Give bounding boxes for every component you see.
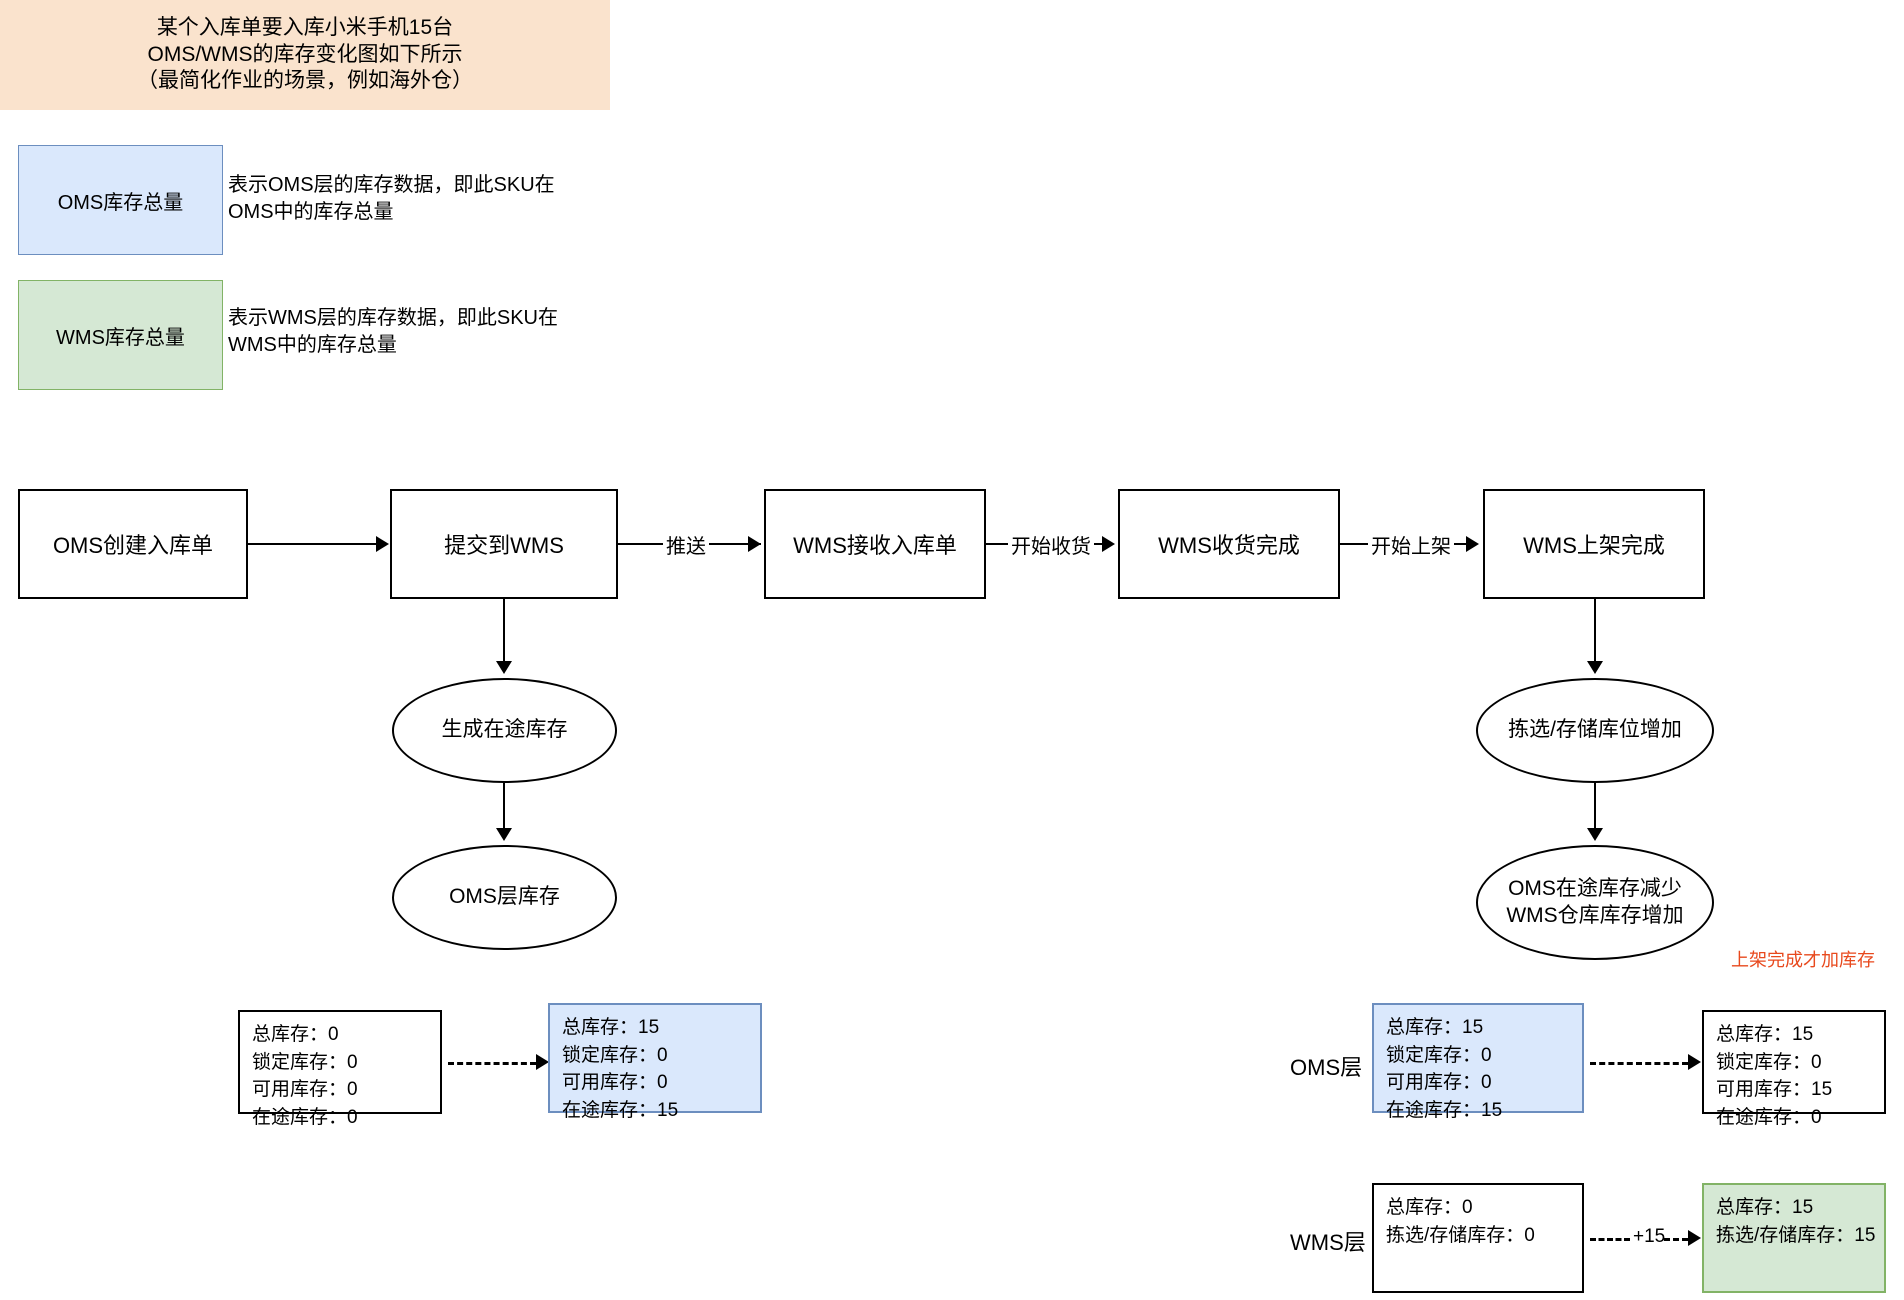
connector-left-inventory-arrowhead (536, 1054, 549, 1070)
connector-e1-e2-line (503, 783, 505, 828)
inventory-box-left-before: 总库存：0 锁定库存：0 可用库存：0 在途库存：0 (238, 1010, 442, 1128)
connector-n5-e3-arrowhead (1587, 661, 1603, 674)
legend-oms-label: OMS库存总量 (57, 191, 184, 214)
oms-layer-label: OMS层 (1290, 1055, 1363, 1080)
banner-line-3: （最简化作业的场景，例如海外仓） (137, 69, 473, 93)
flow-node-wms-receive-done[interactable]: WMS收货完成 (1118, 489, 1340, 599)
connector-e3-e4-line (1594, 783, 1596, 828)
connector-n1-n2-arrowhead (376, 536, 389, 552)
connector-n2-e1-arrowhead (496, 661, 512, 674)
connector-e3-e4-arrowhead (1587, 828, 1603, 841)
flow-node-wms-putaway-done[interactable]: WMS上架完成 (1483, 489, 1705, 599)
inventory-box-wms-before: 总库存：0 拣选/存储库存：0 (1372, 1183, 1584, 1293)
wms-layer-label: WMS层 (1290, 1230, 1366, 1255)
flow-node-submit-to-wms[interactable]: 提交到WMS (390, 489, 618, 599)
connector-n4-n5-arrowhead (1466, 536, 1479, 552)
connector-n3-n4-arrowhead (1102, 536, 1115, 552)
connector-n3-n4-label: 开始收货 (1008, 530, 1094, 559)
connector-n2-n3-arrowhead (748, 536, 761, 552)
connector-n4-n5-label: 开始上架 (1368, 530, 1454, 559)
connector-wms-inventory-dashed-left (1590, 1238, 1630, 1241)
banner-line-2: OMS/WMS的库存变化图如下所示 (147, 42, 463, 66)
connector-wms-inventory-label: +15 (1630, 1226, 1669, 1248)
connector-e1-e2-arrowhead (496, 828, 512, 841)
connector-wms-inventory-dashed-right (1664, 1238, 1688, 1241)
putaway-note: 上架完成才加库存 (1731, 950, 1875, 970)
connector-oms-inventory-arrowhead (1688, 1054, 1701, 1070)
inventory-box-wms-after: 总库存：15 拣选/存储库存：15 (1702, 1183, 1886, 1293)
connector-oms-inventory-dashed (1590, 1062, 1688, 1065)
inventory-box-left-after: 总库存：15 锁定库存：0 可用库存：0 在途库存：15 (548, 1003, 762, 1121)
connector-left-inventory-dashed (448, 1062, 536, 1065)
connector-n2-n3-label: 推送 (663, 530, 709, 559)
connector-n1-n2-line (248, 543, 376, 545)
legend-wms-label: WMS库存总量 (56, 326, 185, 349)
flow-ellipse-location-increase[interactable]: 拣选/存储库位增加 (1476, 678, 1714, 783)
inventory-box-oms-after: 总库存：15 锁定库存：0 可用库存：15 在途库存：0 (1702, 1010, 1886, 1128)
connector-n5-e3-line (1594, 599, 1596, 661)
flow-ellipse-oms-layer-stock[interactable]: OMS层库存 (392, 845, 617, 950)
legend-wms-description: 表示WMS层的库存数据，即此SKU在 WMS中的库存总量 (228, 307, 558, 356)
legend-oms-swatch: OMS库存总量 (18, 145, 223, 255)
flow-node-oms-create[interactable]: OMS创建入库单 (18, 489, 248, 599)
connector-wms-inventory-arrowhead (1688, 1230, 1701, 1246)
title-banner: 某个入库单要入库小米手机15台 OMS/WMS的库存变化图如下所示 （最简化作业… (0, 0, 610, 110)
inventory-box-oms-before: 总库存：15 锁定库存：0 可用库存：0 在途库存：15 (1372, 1003, 1584, 1121)
flow-ellipse-generate-in-transit[interactable]: 生成在途库存 (392, 678, 617, 783)
connector-n2-e1-line (503, 599, 505, 661)
legend-wms-swatch: WMS库存总量 (18, 280, 223, 390)
legend-oms-description: 表示OMS层的库存数据，即此SKU在 OMS中的库存总量 (228, 174, 555, 223)
flow-node-wms-receive-order[interactable]: WMS接收入库单 (764, 489, 986, 599)
flow-ellipse-oms-decrease-wms-increase[interactable]: OMS在途库存减少 WMS仓库库存增加 (1476, 845, 1714, 960)
banner-line-1: 某个入库单要入库小米手机15台 (156, 15, 454, 39)
